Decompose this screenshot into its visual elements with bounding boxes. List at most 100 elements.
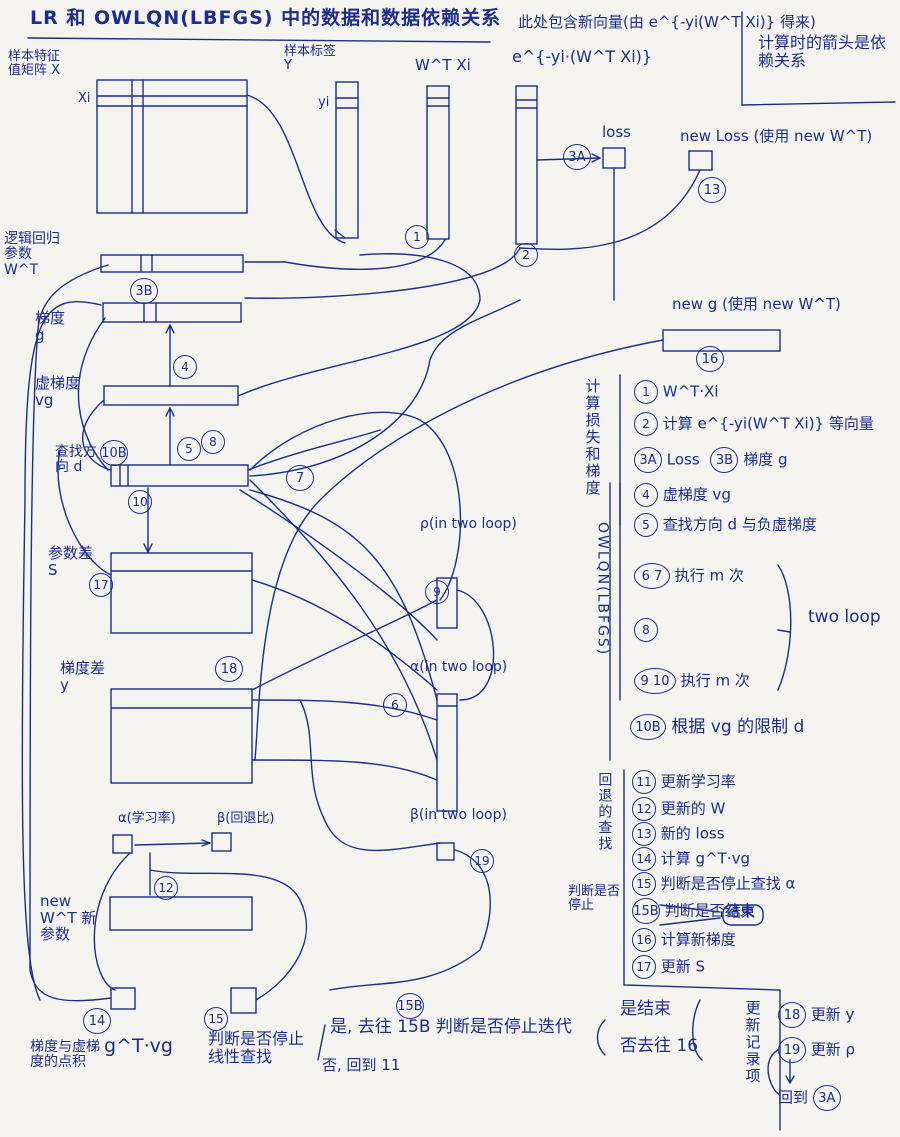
backtrack-row: 11 更新学习率 xyxy=(632,770,736,794)
step-marker-10b: 10B xyxy=(100,440,128,466)
step-text: 计算 e^{-yi(W^T Xi)} 等向量 xyxy=(662,414,874,433)
step-num: 2 xyxy=(634,412,658,436)
end-box xyxy=(722,904,764,926)
step-num: 3B xyxy=(710,447,739,473)
new-g-vector xyxy=(662,329,781,352)
step-marker-15b: 15B xyxy=(396,993,424,1019)
two-loop-label: two loop xyxy=(808,607,881,627)
step-text: 更新学习率 xyxy=(660,772,736,791)
d-label: 查找方向 d xyxy=(55,444,97,476)
new-loss-label: new Loss (使用 new W^T) xyxy=(680,127,873,145)
step-num: 17 xyxy=(632,955,656,979)
step-alpha-box xyxy=(112,834,133,854)
stop-header: 判断是否停止 xyxy=(568,884,621,914)
step-marker-5: 5 xyxy=(177,437,201,461)
end-yes-text: 是结束 xyxy=(620,999,671,1019)
step-num: 3A xyxy=(812,1085,841,1111)
alpha-label: α(in two loop) xyxy=(410,659,508,675)
update-row: 回到 3A xyxy=(778,1085,841,1111)
step-text: 判断是否停止查找 α xyxy=(660,874,796,893)
dot-product-label: 梯度与虚梯度的点积 xyxy=(30,1039,100,1071)
step-text: 梯度 g xyxy=(743,450,788,469)
step-marker-7: 7 xyxy=(286,465,314,491)
grad-g-label: 梯度 g xyxy=(35,309,66,344)
step-num: 6 7 xyxy=(634,563,670,589)
step-text: 执行 m 次 xyxy=(674,566,744,585)
vg-label: 虚梯度 vg xyxy=(35,374,81,409)
step-num: 15 xyxy=(632,872,656,896)
step-text: 回到 xyxy=(778,1088,809,1107)
step-row: 5 查找方向 d 与负虚梯度 xyxy=(634,513,817,537)
step-text: 更新 ρ xyxy=(810,1040,856,1059)
page-title: LR 和 OWLQN(LBFGS) 中的数据和数据依赖关系 xyxy=(30,7,502,29)
new-w-label: new W^T 新参数 xyxy=(40,892,97,943)
step-marker-17: 17 xyxy=(89,573,113,597)
backtrack-row: 16 计算新梯度 xyxy=(632,928,736,952)
y-vector-label: 样本标签 Y xyxy=(284,44,337,74)
step-text: 虚梯度 vg xyxy=(662,485,731,504)
beta-box xyxy=(436,842,455,861)
d-vector xyxy=(110,464,249,487)
alpha-vector xyxy=(436,693,458,812)
goto-15b-text: 是, 去往 15B 判断是否停止迭代 xyxy=(330,1017,572,1037)
step-num: 4 xyxy=(634,483,658,507)
backtrack-row: 13 新的 loss xyxy=(632,822,725,846)
y-i-label: yi xyxy=(318,95,330,110)
step-marker-2: 2 xyxy=(514,243,538,267)
x-matrix xyxy=(96,79,248,214)
legend-border xyxy=(741,11,896,106)
step-num: 19 xyxy=(778,1037,806,1063)
stop-check-box xyxy=(230,987,257,1014)
step-text: 更新 y xyxy=(810,1005,855,1024)
step-text: 根据 vg 的限制 d xyxy=(671,717,805,737)
wt-label: 逻辑回归参数 W^T xyxy=(4,231,60,278)
step-text: 执行 m 次 xyxy=(680,671,750,690)
vg-vector xyxy=(103,385,239,406)
grad-g-vector xyxy=(102,302,242,323)
step-marker-18: 18 xyxy=(215,656,243,682)
step-row: 10B 根据 vg 的限制 d xyxy=(630,712,804,740)
step-num: 13 xyxy=(632,822,656,846)
step-num: 9 10 xyxy=(634,668,676,694)
end-box-label: 结束 xyxy=(727,905,755,921)
new-w-matrix xyxy=(109,896,253,931)
rho-label: ρ(in two loop) xyxy=(420,516,517,532)
step-num: 10B xyxy=(630,714,666,740)
go-to-16-text: 否去往 16 xyxy=(620,1036,699,1056)
back-to-11-text: 否, 回到 11 xyxy=(322,1056,401,1074)
step-text: 计算新梯度 xyxy=(660,930,736,949)
update-bracket xyxy=(623,949,781,1131)
loss-label: loss xyxy=(602,123,631,141)
gtvg-box xyxy=(110,987,136,1010)
step-marker-10: 10 xyxy=(128,490,152,514)
backtrack-row: 12 更新的 W xyxy=(632,797,725,821)
backtrack-row: 14 计算 g^T·vg xyxy=(632,847,750,871)
s-matrix xyxy=(110,552,253,634)
step-row: 8 xyxy=(634,618,658,642)
backtrack-row: 15B 判断是否结束 xyxy=(632,898,755,924)
step-marker-16: 16 xyxy=(696,346,724,372)
update-row: 18 更新 y xyxy=(778,1002,854,1028)
loss-box xyxy=(602,147,626,169)
step-num: 16 xyxy=(632,928,656,952)
step-num: 18 xyxy=(778,1002,806,1028)
step-text: W^T·Xi xyxy=(662,382,719,401)
s-label: 参数差 S xyxy=(48,544,94,579)
update-row: 19 更新 ρ xyxy=(778,1037,855,1063)
step-marker-9: 9 xyxy=(425,580,449,604)
step-marker-4: 4 xyxy=(173,355,197,379)
step-row: 6 7 执行 m 次 xyxy=(634,563,744,589)
new-loss-box xyxy=(688,150,713,171)
backtrack-header: 回退的查找 xyxy=(596,772,613,852)
step-num: 14 xyxy=(632,847,656,871)
step-num: 15B xyxy=(632,898,660,924)
y-matrix xyxy=(110,688,253,784)
step-marker-3a: 3A xyxy=(563,144,591,170)
exp-formula: e^{-yi·(W^T Xi)} xyxy=(512,47,653,66)
step-num: 11 xyxy=(632,770,656,794)
step-marker-14: 14 xyxy=(83,1008,111,1034)
step-marker-8: 8 xyxy=(201,430,225,454)
step-marker-12: 12 xyxy=(154,876,178,900)
